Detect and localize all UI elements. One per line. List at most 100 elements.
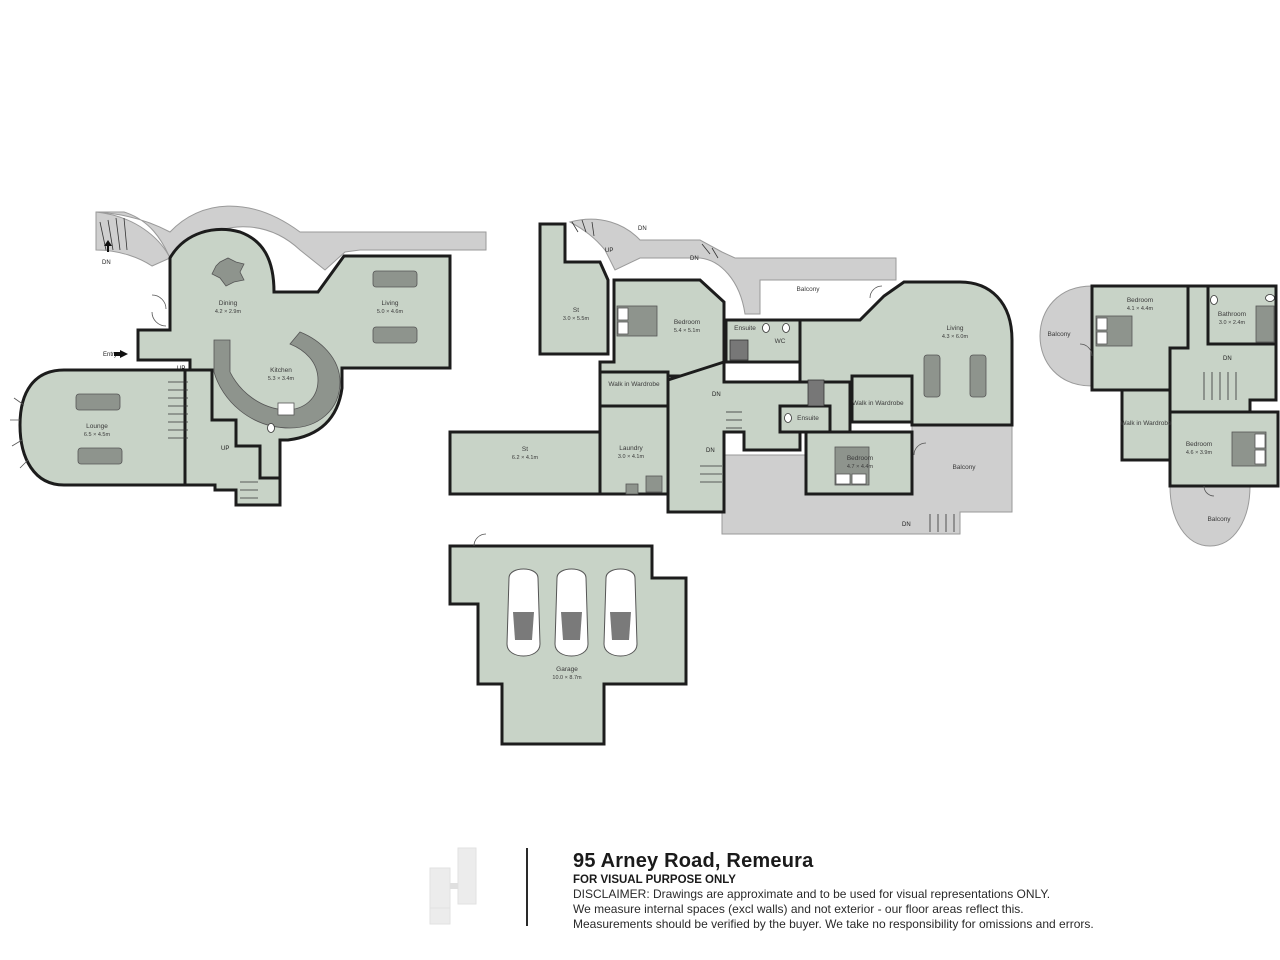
size-kitchen: 5.3 × 3.4m	[268, 376, 295, 382]
car-3	[603, 568, 638, 657]
size-lounge: 6.5 × 4.5m	[84, 432, 111, 438]
room-stairhall	[1168, 284, 1278, 414]
label-ensuite1: Ensuite	[734, 325, 756, 332]
size-bedroom2: 4.7 × 4.4m	[847, 464, 874, 470]
door-arc	[151, 294, 167, 310]
label-living2: Living	[947, 325, 964, 332]
sofa-lounge-top	[75, 393, 121, 411]
marker-dn-5: DN	[706, 448, 715, 454]
visual-purpose-note: FOR VISUAL PURPOSE ONLY	[573, 874, 736, 886]
disclaimer-line-2: We measure internal spaces (excl walls) …	[573, 902, 1024, 916]
marker-dn-4: DN	[712, 392, 721, 398]
label-balcony-side: Balcony	[952, 464, 976, 471]
label-ensuite2: Ensuite	[797, 415, 819, 422]
label-living1: Living	[382, 300, 399, 307]
footer-divider	[526, 848, 528, 926]
exterior-walkway	[95, 205, 487, 271]
room-st2	[448, 430, 602, 496]
label-wc: WC	[775, 338, 786, 345]
exterior-balcony-left	[1039, 285, 1093, 387]
marker-entry: Entry	[103, 352, 117, 358]
toilet-icon	[784, 413, 792, 423]
sofa-living2-right	[969, 354, 987, 398]
label-bathroom: Bathroom	[1218, 311, 1246, 318]
size-living1: 5.0 × 4.6m	[377, 309, 404, 315]
label-bedroom1: Bedroom	[674, 319, 700, 326]
room-walkin2	[850, 374, 914, 424]
size-laundry: 3.0 × 4.1m	[618, 454, 645, 460]
room-hall	[183, 368, 282, 507]
appliance	[645, 475, 663, 493]
exterior-curve-left	[95, 211, 171, 267]
floor-2: St 3.0 × 5.5m Bedroom 5.4 × 5.1m Ensuite…	[267, 218, 1014, 535]
marker-dn-6: DN	[902, 522, 911, 528]
car-1	[506, 568, 541, 657]
marker-up-1: UP	[177, 366, 185, 372]
arrow-up-icon	[104, 240, 112, 252]
toilet-icon	[782, 323, 790, 333]
sofa-living2-left	[923, 354, 941, 398]
sofa-lounge-bottom	[77, 447, 123, 465]
label-balcony-bottom: Balcony	[1207, 516, 1231, 523]
label-st2: St	[522, 446, 528, 453]
label-dining: Dining	[219, 300, 238, 307]
room-walkin1	[598, 370, 670, 408]
size-bedroom3: 4.1 × 4.4m	[1127, 306, 1154, 312]
garage: Garage 10.0 × 8.7m	[448, 533, 688, 746]
marker-dn-ext: DN	[102, 260, 111, 266]
label-lounge: Lounge	[86, 423, 108, 430]
appliance-2	[625, 483, 639, 495]
marker-dn-3: DN	[638, 226, 647, 232]
dining-table	[211, 257, 245, 287]
bed-bedroom4	[1231, 431, 1267, 467]
label-laundry: Laundry	[619, 445, 643, 452]
sink-icon	[1265, 294, 1275, 302]
label-walkin2: Walk in Wardrobe	[852, 400, 904, 407]
shower	[729, 339, 749, 361]
floor-3: Bedroom 4.1 × 4.4m Bathroom 3.0 × 2.4m B…	[1039, 284, 1280, 547]
footer: 95 Arney Road, Remeura FOR VISUAL PURPOS…	[573, 850, 1273, 932]
label-balcony-left: Balcony	[1047, 331, 1071, 338]
bathtub	[1255, 305, 1275, 343]
label-garage: Garage	[556, 666, 578, 673]
room-corridor	[666, 359, 852, 514]
shower-2	[807, 379, 825, 407]
label-bedroom4: Bedroom	[1186, 441, 1212, 448]
label-balcony-top: Balcony	[796, 286, 820, 293]
label-walkin1: Walk in Wardrobe	[608, 381, 660, 388]
marker-dn-2: DN	[690, 256, 699, 262]
floor-plan: Lounge 6.5 × 4.5m Dining 4.2 × 2.9m Livi…	[10, 205, 1280, 746]
cooktop	[277, 402, 295, 416]
label-walkin3: Walk in Wardrobe	[1120, 420, 1172, 427]
bed-bedroom1	[616, 305, 658, 337]
label-bedroom2: Bedroom	[847, 455, 873, 462]
size-st1: 3.0 × 5.5m	[563, 316, 590, 322]
room-lounge	[18, 368, 187, 487]
size-dining: 4.2 × 2.9m	[215, 309, 242, 315]
window-marks	[10, 397, 29, 469]
size-bedroom4: 4.6 × 3.9m	[1186, 450, 1213, 456]
toilet-icon	[267, 423, 275, 433]
stair-floor3	[1203, 372, 1237, 400]
disclaimer-line-1: DISCLAIMER: Drawings are approximate and…	[573, 887, 1051, 901]
size-living2: 4.3 × 6.0m	[942, 334, 969, 340]
size-garage: 10.0 × 8.7m	[552, 675, 582, 681]
bed-bedroom3	[1095, 315, 1133, 347]
arrow-right-icon	[114, 350, 128, 358]
toilet-icon	[1210, 295, 1218, 305]
door-arc	[473, 533, 487, 547]
car-2	[554, 568, 589, 657]
bed-bedroom2	[834, 446, 870, 486]
stair-floor1	[168, 381, 258, 499]
room-ensuite2	[778, 404, 832, 434]
floor-1: Lounge 6.5 × 4.5m Dining 4.2 × 2.9m Livi…	[10, 205, 487, 507]
sofa-living1-top	[372, 270, 418, 288]
door-arc	[151, 311, 167, 327]
door-arc	[1203, 485, 1215, 497]
property-address: 95 Arney Road, Remeura	[573, 850, 814, 872]
door-arc	[869, 285, 883, 299]
label-bedroom3: Bedroom	[1127, 297, 1153, 304]
door-arc	[1079, 343, 1093, 357]
stair-floor2	[571, 219, 955, 532]
room-st1	[538, 222, 610, 356]
